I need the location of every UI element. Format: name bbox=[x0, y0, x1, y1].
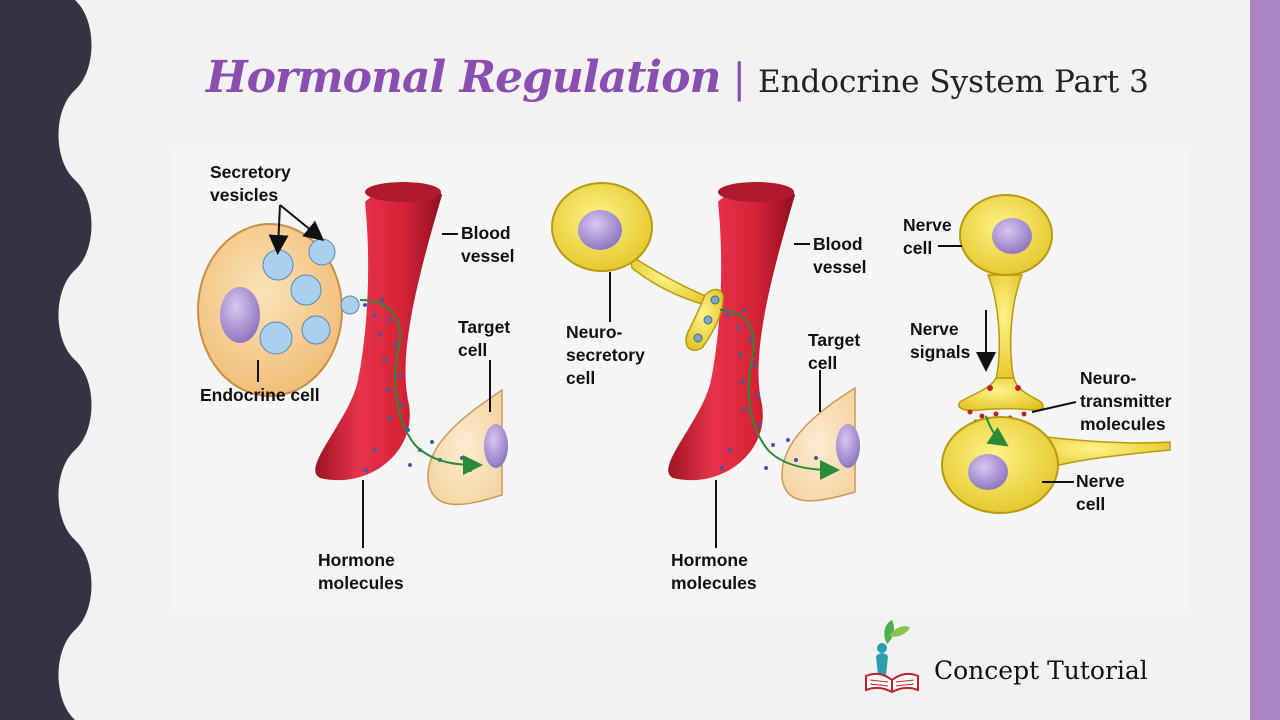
book-sprout-icon bbox=[865, 620, 919, 694]
brand-name: Concept Tutorial bbox=[934, 656, 1148, 685]
right-accent-band bbox=[1250, 0, 1280, 720]
slide-title: Hormonal Regulation | Endocrine System P… bbox=[206, 52, 1149, 132]
nerve-cell-top-nucleus bbox=[992, 218, 1032, 254]
target-nucleus-2 bbox=[836, 424, 860, 468]
flow-arrow-1 bbox=[359, 299, 483, 475]
title-main: Hormonal Regulation bbox=[206, 52, 721, 103]
neurosecretory-nucleus bbox=[578, 210, 622, 250]
title-subtitle: Endocrine System Part 3 bbox=[757, 64, 1149, 100]
blood-vessel-1 bbox=[315, 184, 442, 481]
nerve-cell-bottom-nucleus bbox=[968, 454, 1008, 490]
target-cell-1 bbox=[427, 388, 503, 506]
target-nucleus-1 bbox=[484, 424, 508, 468]
synapse-arrow bbox=[985, 415, 1009, 447]
flow-arrow-2 bbox=[719, 309, 840, 480]
title-separator: | bbox=[732, 56, 746, 102]
blood-vessel-2 bbox=[668, 184, 795, 481]
label-endocrine-cell: Endocrine cell bbox=[200, 385, 320, 405]
axon-terminal bbox=[958, 377, 1044, 412]
endocrine-nucleus bbox=[220, 287, 260, 343]
secretory-vesicles bbox=[259, 238, 360, 355]
left-wavy-band bbox=[0, 0, 92, 720]
nerve-cell-bottom-dendrite bbox=[1028, 434, 1171, 471]
